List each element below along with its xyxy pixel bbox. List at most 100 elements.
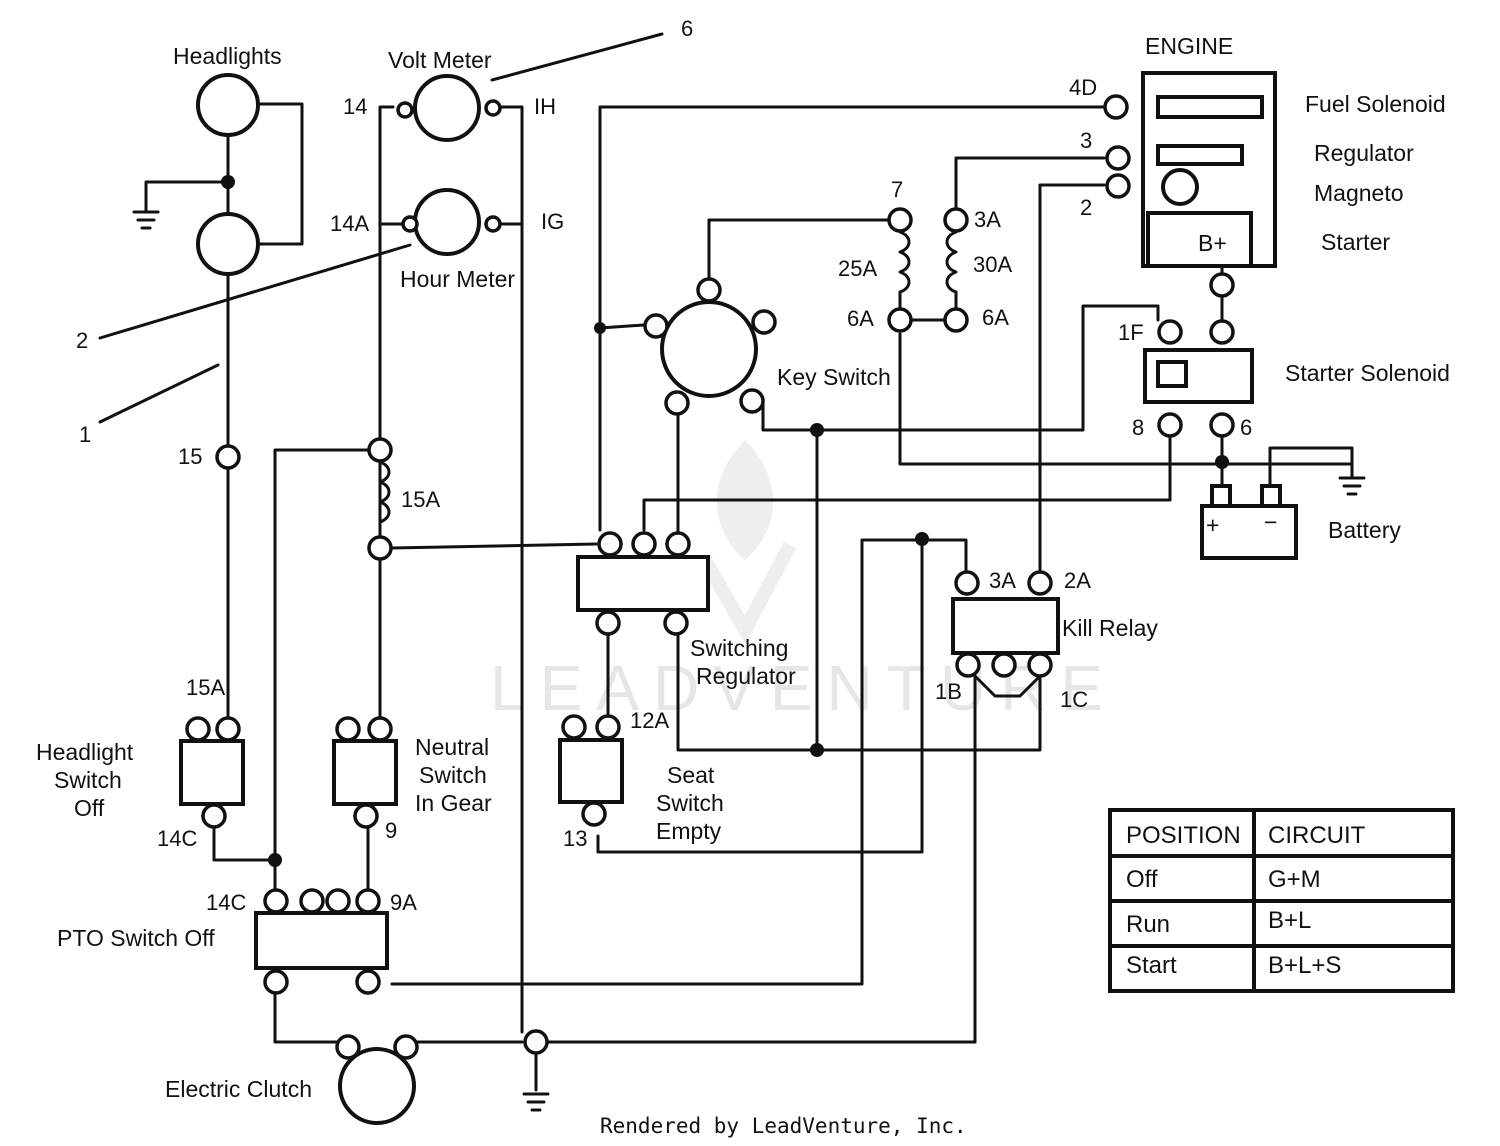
label-seat-switch-1: Seat: [667, 762, 715, 788]
wire-label-14c-pto: 14C: [206, 890, 246, 915]
kill-relay: [951, 597, 1060, 655]
label-pto-switch: PTO Switch Off: [57, 925, 215, 951]
table-cell: G+M: [1268, 866, 1321, 893]
label-seat-switch-2: Switch: [656, 790, 724, 816]
fuse-15a: [378, 460, 391, 524]
table-cell: Run: [1126, 911, 1170, 938]
wire-labels: 14 IH 14A IG 4D 3 2 7 3A 25A 30A 6A 6A 1…: [157, 75, 1252, 915]
wire-label-ih: IH: [534, 94, 556, 119]
label-b-plus: B+: [1198, 230, 1227, 256]
wire-label-2: 2: [1080, 195, 1092, 220]
table-cell: B+L+S: [1268, 952, 1341, 979]
label-headlight-switch-3: Off: [74, 795, 105, 821]
wire-label-8: 8: [1132, 415, 1144, 440]
label-starter: Starter: [1321, 229, 1390, 255]
label-magneto: Magneto: [1314, 180, 1404, 206]
headlight-top: [196, 73, 260, 137]
wire-label-1f: 1F: [1118, 320, 1144, 345]
label-seat-switch-3: Empty: [656, 818, 722, 844]
label-volt-meter: Volt Meter: [388, 47, 492, 73]
electric-clutch: [338, 1047, 416, 1125]
wire-label-14a: 14A: [330, 211, 369, 236]
wire-label-15a-fuse: 15A: [401, 487, 440, 512]
table-cell: Off: [1126, 866, 1158, 893]
label-battery-pos: +: [1206, 512, 1219, 538]
volt-meter: [413, 74, 481, 142]
label-neutral-switch-3: In Gear: [415, 790, 492, 816]
starter-solenoid: [1143, 348, 1254, 404]
watermark: LEADVENTURE: [490, 440, 1117, 724]
label-starter-solenoid: Starter Solenoid: [1285, 360, 1450, 386]
ground-symbol-battery: [1338, 476, 1366, 496]
label-battery-neg: −: [1264, 509, 1277, 535]
junctions: [268, 322, 1229, 867]
wire-label-2a-relay: 2A: [1064, 568, 1091, 593]
label-neutral-switch-2: Switch: [419, 762, 487, 788]
label-switching-regulator-2: Regulator: [696, 663, 796, 689]
wire-label-6a-right: 6A: [982, 305, 1009, 330]
ground-symbol-chassis: [522, 1092, 550, 1112]
label-headlight-switch-1: Headlight: [36, 739, 134, 765]
neutral-switch: [332, 739, 398, 806]
watermark-text: LEADVENTURE: [490, 652, 1117, 724]
hour-meter: [413, 188, 481, 256]
callout-2: 2: [76, 328, 88, 353]
table-cell: B+L: [1268, 907, 1311, 934]
wire-label-6a-left: 6A: [847, 306, 874, 331]
wire-label-14c-switch: 14C: [157, 826, 197, 851]
headlight-switch: [179, 739, 245, 806]
label-switching-regulator-1: Switching: [690, 635, 788, 661]
ground-symbol-headlights: [132, 210, 160, 230]
footer-credit: Rendered by LeadVenture, Inc.: [600, 1114, 967, 1138]
seat-switch: [558, 738, 624, 804]
callout-1: 1: [79, 422, 91, 447]
wires: [98, 32, 1366, 1112]
table-cell: Start: [1126, 952, 1177, 979]
label-engine: ENGINE: [1145, 33, 1233, 59]
wire-label-1b: 1B: [935, 679, 962, 704]
wire-label-9: 9: [385, 818, 397, 843]
label-neutral-switch-1: Neutral: [415, 734, 489, 760]
label-headlights: Headlights: [173, 43, 282, 69]
wire-label-15: 15: [178, 444, 202, 469]
component-labels: Headlights Volt Meter Hour Meter ENGINE …: [36, 33, 1450, 1102]
wire-label-9a: 9A: [390, 890, 417, 915]
wire-label-3: 3: [1080, 128, 1092, 153]
wire-label-13: 13: [563, 826, 587, 851]
engine-block: [1141, 71, 1277, 268]
key-switch: [660, 300, 758, 398]
headlight-bottom: [196, 212, 260, 276]
callouts: 1 2 6: [76, 16, 693, 447]
wire-label-6: 6: [1240, 415, 1252, 440]
wire-label-ig: IG: [541, 209, 564, 234]
switching-regulator: [576, 555, 710, 612]
label-electric-clutch: Electric Clutch: [165, 1076, 312, 1102]
wire-label-15a-switch: 15A: [186, 675, 225, 700]
fuse-30a: [945, 230, 958, 294]
label-kill-relay: Kill Relay: [1062, 615, 1158, 641]
label-headlight-switch-2: Switch: [54, 767, 122, 793]
table-header-circuit: CIRCUIT: [1268, 822, 1366, 849]
position-circuit-table: POSITION CIRCUIT Off G+M Run B+L Start B…: [1108, 808, 1455, 993]
wire-label-30a: 30A: [973, 252, 1012, 277]
table-header-position: POSITION: [1126, 822, 1241, 849]
wire-label-12a: 12A: [630, 708, 669, 733]
wire-label-7: 7: [891, 177, 903, 202]
wire-label-4d: 4D: [1069, 75, 1097, 100]
wire-label-14: 14: [343, 94, 367, 119]
label-hour-meter: Hour Meter: [400, 266, 515, 292]
label-fuel-solenoid: Fuel Solenoid: [1305, 91, 1446, 117]
terminals: [185, 94, 1235, 1060]
fuses: [378, 230, 958, 524]
wire-label-25a: 25A: [838, 256, 877, 281]
fuse-25a: [898, 230, 911, 294]
label-battery: Battery: [1328, 517, 1401, 543]
battery: [1200, 484, 1298, 560]
headlights: [196, 73, 260, 276]
wire-label-3a-relay: 3A: [989, 568, 1016, 593]
label-regulator: Regulator: [1314, 140, 1414, 166]
pto-switch: [254, 911, 389, 970]
label-key-switch: Key Switch: [777, 364, 891, 390]
wire-label-3a-fuse: 3A: [974, 207, 1001, 232]
